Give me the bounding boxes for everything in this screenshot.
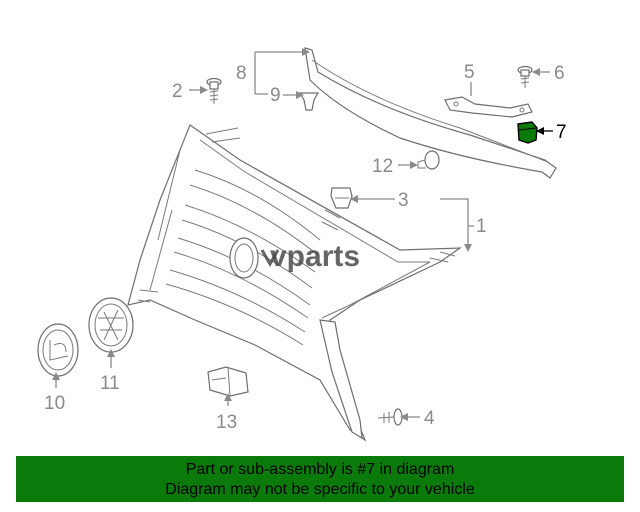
callout-1: 1 — [476, 216, 487, 237]
callout-13: 13 — [216, 412, 237, 433]
sensor-bracket-part-13 — [207, 366, 249, 397]
bolt-part-12 — [417, 150, 440, 170]
callout-3: 3 — [398, 190, 409, 211]
banner-line-2: Diagram may not be specific to your vehi… — [165, 481, 475, 498]
callout-7: 7 — [556, 122, 567, 143]
upper-moulding — [304, 47, 557, 179]
screw-part-2 — [206, 77, 222, 104]
watermark-text: vparts — [270, 240, 360, 273]
banner-line-1: Part or sub-assembly is #7 in diagram — [185, 461, 455, 478]
clip-part-7 — [517, 121, 538, 144]
watermark-logo-icon — [260, 249, 280, 268]
watermark: vparts — [260, 240, 360, 273]
callout-6: 6 — [554, 63, 565, 84]
callout-4: 4 — [424, 408, 435, 429]
callout-5: 5 — [464, 62, 475, 83]
callout-2: 2 — [172, 81, 183, 102]
emblem-base-part-11 — [88, 297, 134, 353]
grille-assembly — [127, 124, 462, 442]
callout-8: 8 — [236, 63, 247, 84]
screw-part-4 — [377, 408, 403, 426]
leader-lines — [52, 48, 553, 421]
clip-part-9 — [298, 92, 320, 111]
callout-10: 10 — [44, 393, 65, 414]
screw-part-6 — [517, 65, 533, 88]
clip-part-3 — [330, 187, 353, 209]
info-banner: Part or sub-assembly is #7 in diagram Di… — [16, 456, 624, 502]
parts-diagram: 1 2 3 4 5 6 7 8 9 10 11 12 13 vparts — [37, 47, 567, 442]
callout-11: 11 — [100, 373, 120, 394]
bracket-part-5 — [444, 96, 533, 118]
callout-12: 12 — [372, 156, 393, 177]
callout-9: 9 — [270, 85, 281, 106]
emblem-part-10 — [37, 323, 79, 377]
